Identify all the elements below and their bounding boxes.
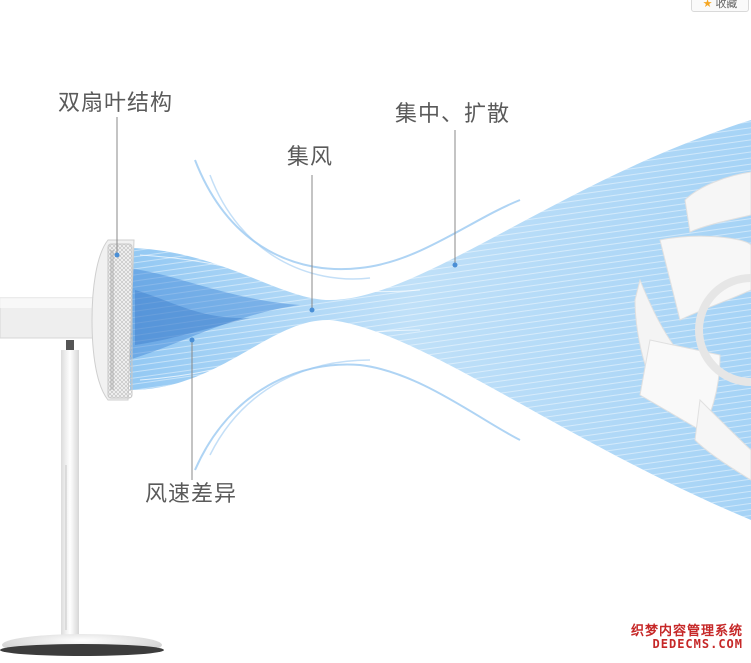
label-concentrate-air: 集风 <box>287 145 334 170</box>
label-focus-spread: 集中、扩散 <box>395 102 511 127</box>
fan-blades-illustration <box>634 171 751 481</box>
label-speed-difference: 风速差异 <box>145 482 238 507</box>
favorite-label: 收藏 <box>715 0 738 10</box>
fan-head <box>91 239 135 401</box>
star-icon: ★ <box>702 0 713 10</box>
fan-stand <box>0 297 164 656</box>
watermark-brand-en: DEDECMS.COM <box>652 637 743 652</box>
callout-lines <box>116 117 456 480</box>
favorite-button[interactable]: ★ 收藏 <box>691 0 749 12</box>
airflow-beam <box>128 120 751 520</box>
watermark-brand-cn: 织梦内容管理系统 <box>630 623 743 639</box>
callout-dots <box>114 252 458 343</box>
label-dual-blade-structure: 双扇叶结构 <box>58 91 174 116</box>
watermark: 织梦内容管理系统 DEDECMS.COM <box>631 625 743 651</box>
